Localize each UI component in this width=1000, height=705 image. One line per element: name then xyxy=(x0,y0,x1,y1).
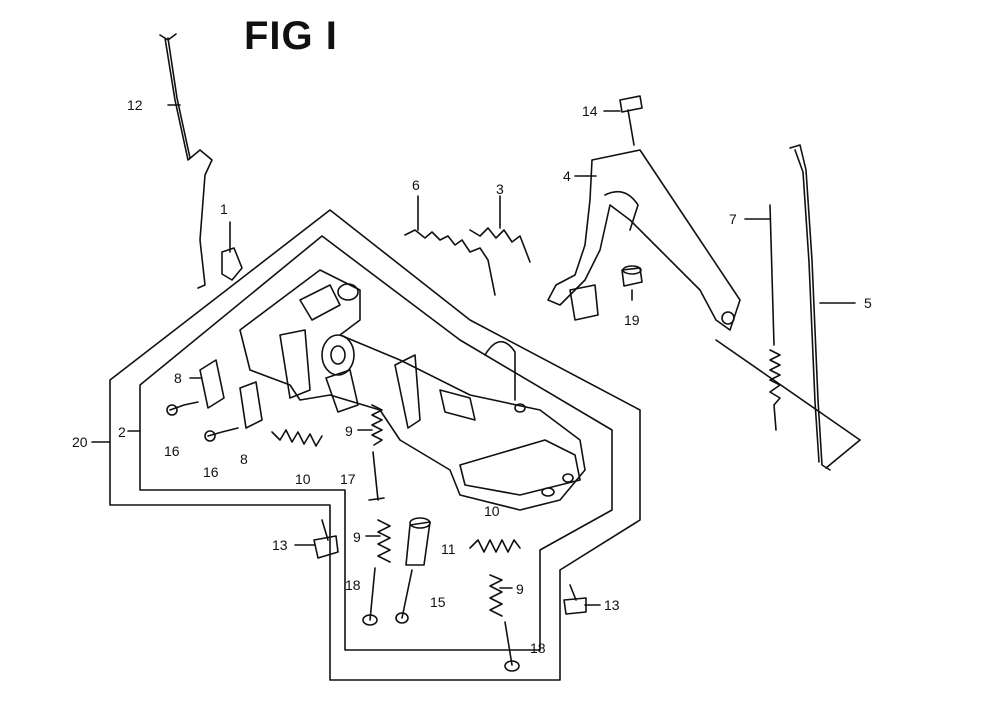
callout-14: 14 xyxy=(582,103,598,119)
callout-19: 19 xyxy=(624,312,640,328)
tube-11 xyxy=(406,522,430,565)
callout-10a: 10 xyxy=(295,471,311,487)
callout-3: 3 xyxy=(496,181,504,197)
screw-17 xyxy=(373,452,378,500)
control-lever-4 xyxy=(548,150,740,330)
callout-8a: 8 xyxy=(174,370,182,386)
group-outline-20 xyxy=(110,210,640,680)
screw-16a xyxy=(170,402,198,410)
callout-8b: 8 xyxy=(240,451,248,467)
callout-9b: 9 xyxy=(353,529,361,545)
spring-9a xyxy=(372,405,382,445)
group-outline-2 xyxy=(140,236,612,650)
rod-7 xyxy=(770,205,774,345)
knob-14 xyxy=(620,96,642,112)
clip-1 xyxy=(222,248,242,280)
figure-title: FIG I xyxy=(244,14,338,58)
callout-16a: 16 xyxy=(164,443,180,459)
callout-13b: 13 xyxy=(604,597,620,613)
throttle-rod-12 xyxy=(160,34,212,288)
callout-18a: 18 xyxy=(345,577,361,593)
spring-10b xyxy=(470,540,520,552)
callout-17: 17 xyxy=(340,471,356,487)
callout-5: 5 xyxy=(864,295,872,311)
screw-18a xyxy=(370,568,375,620)
callout-12: 12 xyxy=(127,97,143,113)
control-bracket xyxy=(240,270,585,510)
nut-19 xyxy=(622,268,642,286)
spring-6 xyxy=(405,230,495,295)
callout-10b: 10 xyxy=(484,503,500,519)
callout-7: 7 xyxy=(729,211,737,227)
callout-15: 15 xyxy=(430,594,446,610)
spring-9b xyxy=(378,520,390,562)
callout-9c: 9 xyxy=(516,581,524,597)
callout-20: 20 xyxy=(72,434,88,450)
spring-7 xyxy=(770,350,780,405)
bolt-13a xyxy=(322,520,328,540)
callout-13a: 13 xyxy=(272,537,288,553)
callout-1: 1 xyxy=(220,201,228,217)
cable-clamp-8b xyxy=(240,382,262,428)
callout-4: 4 xyxy=(563,168,571,184)
bolt-13b xyxy=(570,585,576,600)
callout-18b: 18 xyxy=(530,640,546,656)
callout-6: 6 xyxy=(412,177,420,193)
screw-18b xyxy=(505,622,512,665)
cable-clamp-8a xyxy=(200,360,224,408)
rod-5 xyxy=(790,145,830,470)
callout-11: 11 xyxy=(441,541,456,557)
spring-10a xyxy=(272,430,322,446)
spring-9c xyxy=(490,575,502,616)
callout-16b: 16 xyxy=(203,464,219,480)
callout-9a: 9 xyxy=(345,423,353,439)
screw-16b xyxy=(208,428,238,436)
screw-15 xyxy=(402,570,412,618)
callout-2: 2 xyxy=(118,424,126,440)
spring-3 xyxy=(470,228,530,262)
